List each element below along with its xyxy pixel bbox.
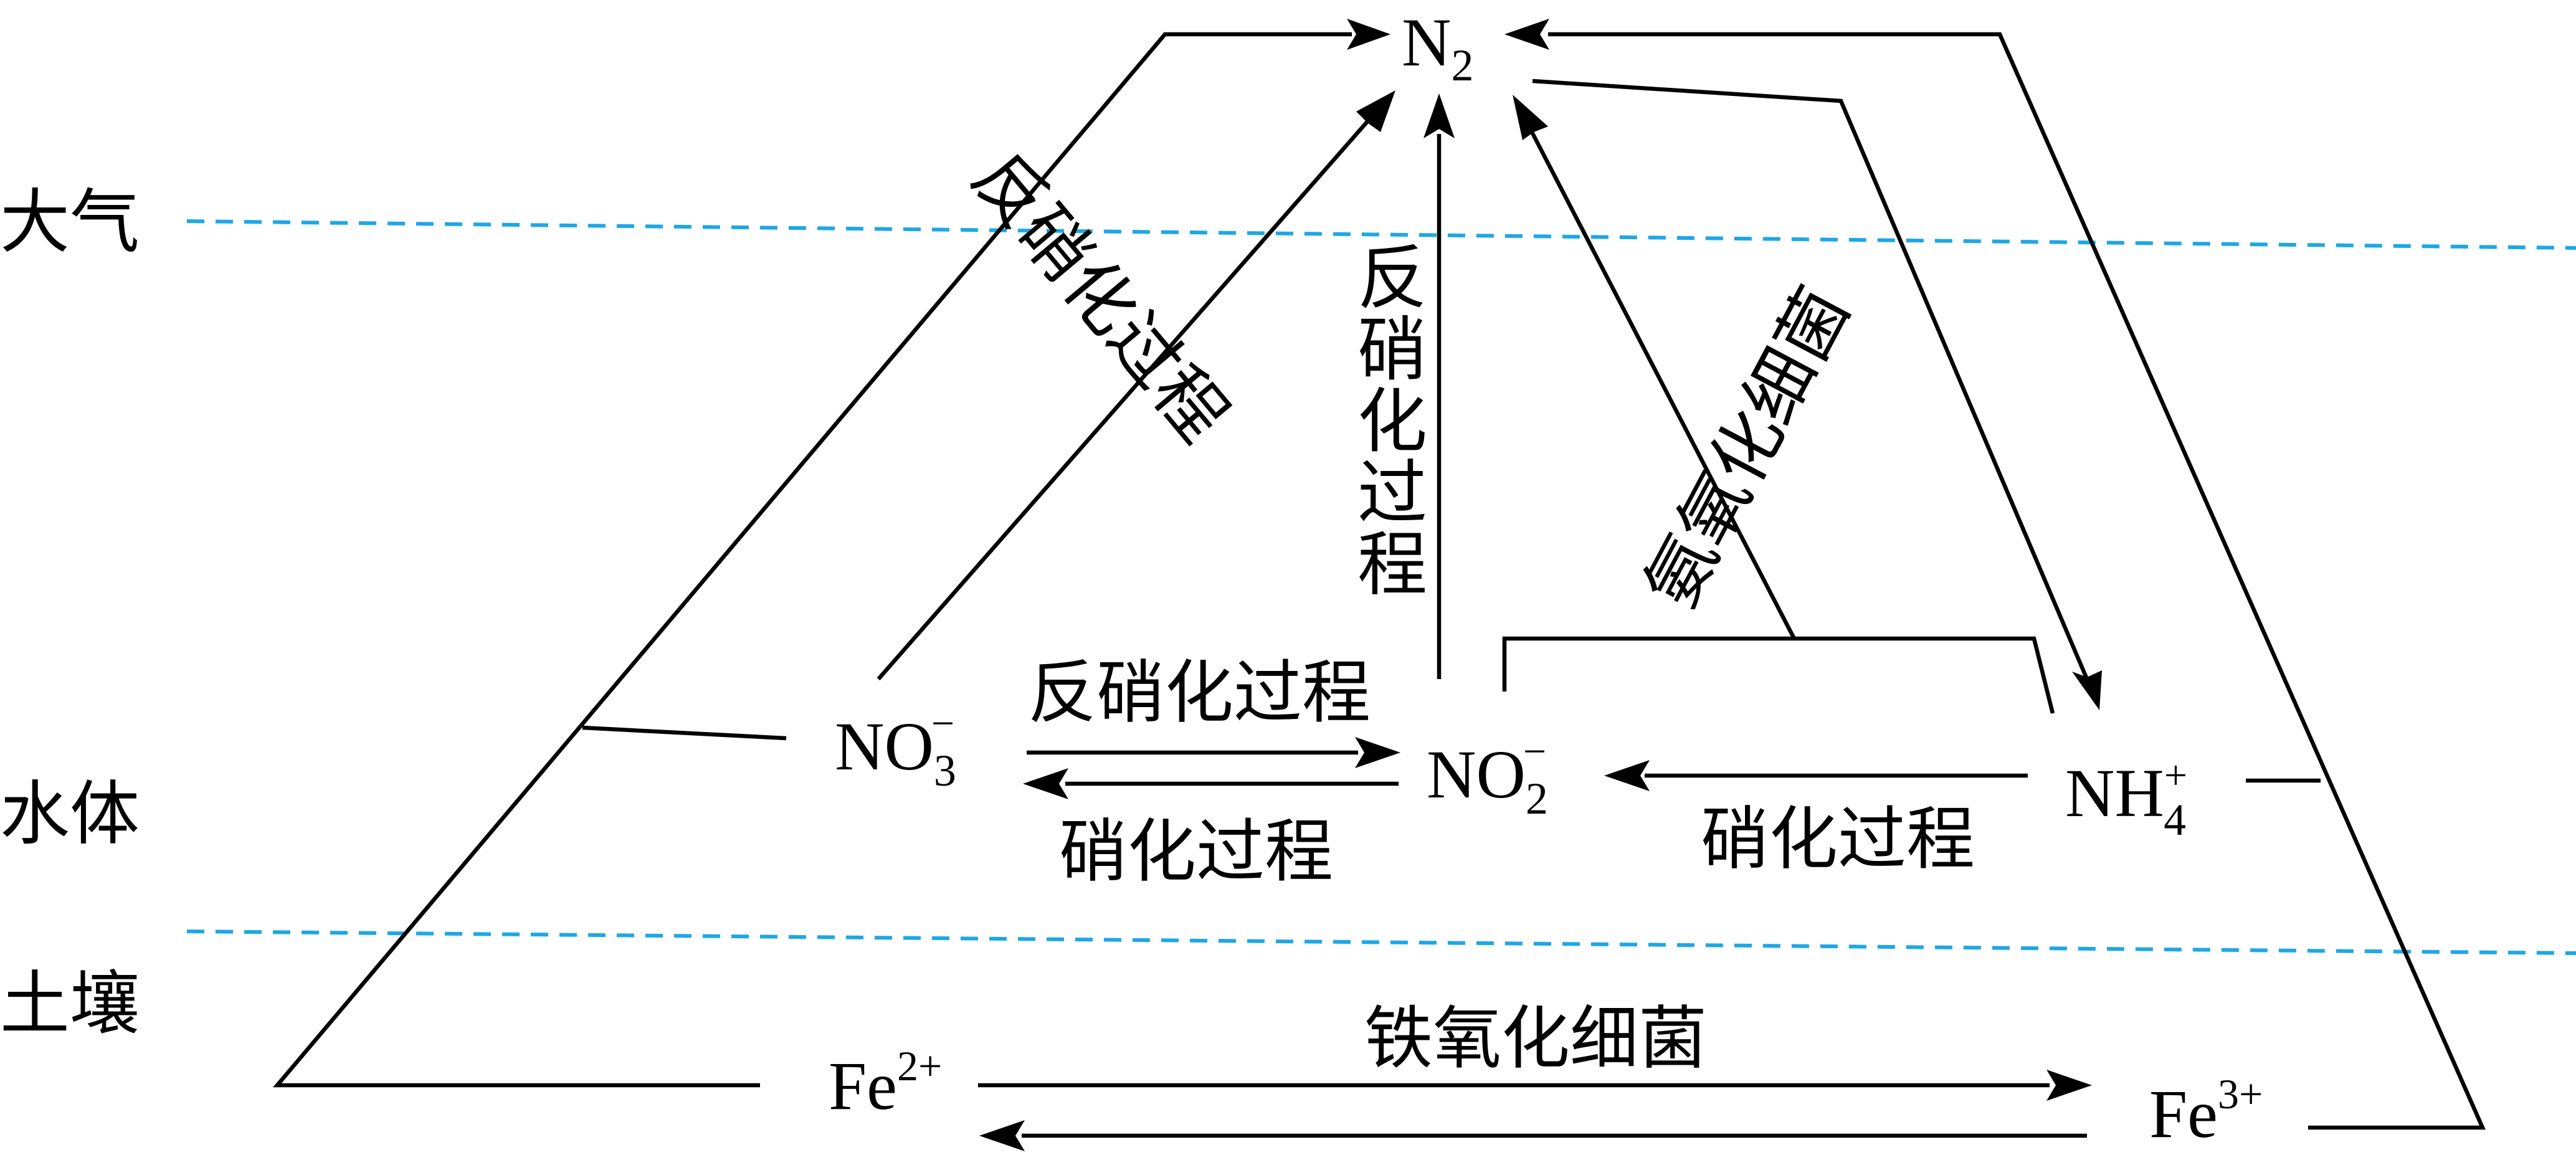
label-denitrification-nitrite-to-n2: 反 硝 化 过 程 (1357, 240, 1427, 604)
species-n2: N2 (1402, 4, 1473, 90)
water-soil-boundary (186, 929, 2576, 955)
species-ferrous-iron: Fe2+ (829, 1042, 942, 1124)
path-anammox-bracket (1502, 636, 2055, 714)
svg-text:过: 过 (1357, 455, 1427, 533)
label-iron-oxidizing-bacteria: 铁氧化细菌 (1364, 1001, 1707, 1077)
label-anammox-bacteria: 氨氧化细菌 (1632, 276, 1864, 620)
path-nitrate-to-outer-left (582, 725, 787, 741)
zone-label-atmosphere: 大气 (0, 184, 140, 262)
svg-text:反硝化过程: 反硝化过程 (958, 139, 1241, 456)
label-nitrification-ammonium-to-nitrite: 硝化过程 (1701, 802, 1975, 878)
arrowhead-n2-to-ammonium (2072, 670, 2102, 710)
species-ferric-iron: Fe3+ (2149, 1070, 2263, 1152)
species-nitrate: NO3− (835, 701, 956, 796)
arrowhead-fe2-to-fe3 (2046, 1070, 2092, 1101)
arrowhead-anammox-to-n2 (1513, 95, 1548, 140)
path-fe2-to-n2 (273, 32, 1352, 1088)
arrowhead-nitrate-to-n2 (1356, 90, 1395, 132)
svg-text:反: 反 (1357, 240, 1427, 318)
path-fe3-to-n2 (1548, 32, 2486, 1130)
arrow-anammox-to-n2 (1529, 130, 1796, 640)
arrowhead-nitrite-to-nitrate (1023, 768, 1068, 799)
species-ammonium: NH+4 (2065, 753, 2187, 845)
zone-label-soil: 土壤 (0, 966, 140, 1044)
arrow-nitrate-to-n2 (877, 120, 1369, 681)
label-denitrification-nitrate-to-n2: 反硝化过程 (958, 139, 1241, 456)
arrowhead-n2-right (1504, 19, 1549, 50)
svg-text:氨氧化细菌: 氨氧化细菌 (1632, 276, 1864, 620)
zone-label-water: 水体 (0, 776, 140, 853)
label-nitrification-nitrite-to-nitrate: 硝化过程 (1059, 814, 1333, 890)
label-denitrification-nitrate-to-nitrite: 反硝化过程 (1028, 655, 1371, 731)
svg-text:硝: 硝 (1357, 312, 1427, 389)
arrowhead-n2-left (1347, 19, 1390, 50)
species-nitrite: NO2− (1427, 729, 1548, 824)
arrowhead-fe3-to-fe2 (979, 1120, 1025, 1151)
arrowhead-ammonium-to-nitrite (1604, 760, 1650, 791)
svg-text:化: 化 (1357, 384, 1427, 461)
arrowhead-nitrite-to-n2 (1423, 93, 1455, 138)
svg-text:程: 程 (1357, 527, 1427, 604)
atmosphere-water-boundary (186, 219, 2576, 250)
path-n2-to-ammonium (1532, 78, 2089, 680)
arrowhead-nitrate-to-nitrite (1355, 737, 1400, 768)
